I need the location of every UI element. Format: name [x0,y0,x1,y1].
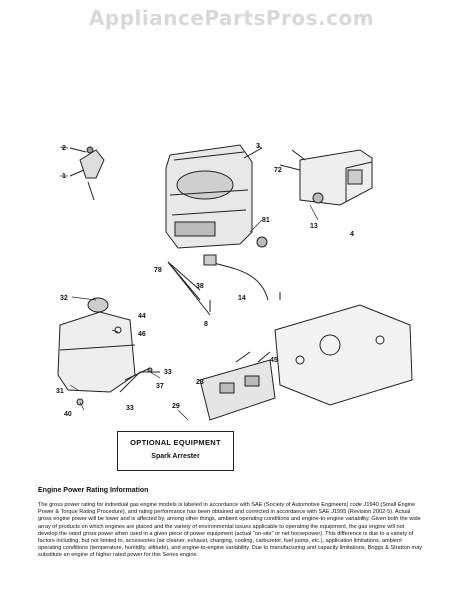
callout-37: 37 [156,383,164,390]
callout-33-b: 33 [126,405,134,412]
callout-2: 2 [62,145,66,152]
part-heat-shield [199,351,276,421]
callout-40: 40 [64,411,72,418]
part-fuel-line [167,236,281,316]
optional-equipment-item: Spark Arrester [151,453,200,460]
callout-46: 46 [138,331,146,338]
part-muffler [279,149,373,206]
callout-38: 38 [196,283,204,290]
watermark-logo: AppliancePartsPros.com [88,6,375,30]
callout-72: 72 [274,167,282,174]
rating-heading: Engine Power Rating Information [38,487,149,494]
part-engine [165,144,263,249]
callout-81: 81 [262,217,270,224]
callout-78: 78 [154,267,162,274]
optional-equipment-box: OPTIONAL EQUIPMENT Spark Arrester [117,431,234,471]
callout-45: 45 [270,357,278,364]
part-frame-plate [274,304,413,406]
callout-14: 14 [238,295,246,302]
part-callouts: 2 1 3 72 13 4 81 78 38 14 8 32 44 46 31 … [56,143,354,418]
callout-13: 13 [310,223,318,230]
part-bracket [69,146,105,201]
callout-31: 31 [56,388,64,395]
callout-8: 8 [204,321,208,328]
part-fuel-tank [57,297,160,406]
parts-diagram: 2 1 3 72 13 4 81 78 38 14 8 32 44 46 31 … [56,143,413,421]
callout-3: 3 [256,143,260,150]
callout-23: 23 [196,379,204,386]
callout-4: 4 [350,231,354,238]
callout-33: 33 [164,369,172,376]
callout-44: 44 [138,313,146,320]
callout-32: 32 [60,295,68,302]
callout-29: 29 [172,403,180,410]
optional-equipment-title: OPTIONAL EQUIPMENT [130,438,221,447]
rating-body: The gross power rating for individual ga… [38,502,423,559]
callout-1: 1 [62,173,66,180]
